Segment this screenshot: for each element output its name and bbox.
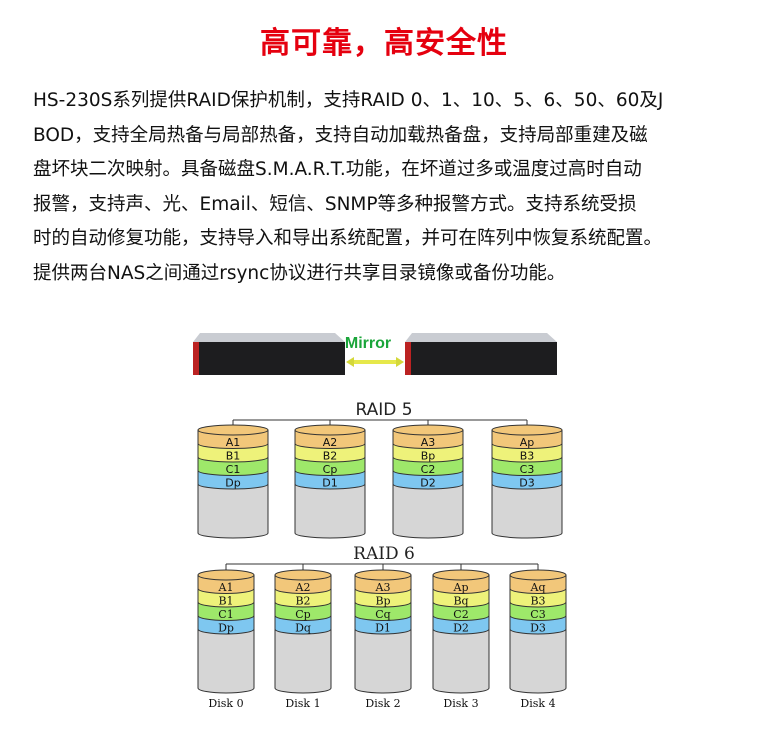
block-label: D3: [519, 476, 534, 489]
disk-top: [432, 569, 490, 581]
block-label: C3: [520, 463, 535, 476]
disk-label: Disk 4: [520, 697, 555, 710]
block-label: B2: [295, 594, 310, 607]
disk-top: [294, 424, 366, 436]
disk-body: [355, 629, 411, 688]
block-label: Cp: [323, 463, 338, 476]
disk-body: [275, 629, 331, 688]
block-label: Bp: [421, 449, 436, 462]
disk-top: [197, 424, 269, 436]
server-left: [193, 333, 345, 375]
block-label: Ap: [453, 581, 469, 594]
disk-body: [198, 629, 254, 688]
raid5-title: RAID 5: [355, 400, 412, 420]
raid5-connector: [232, 419, 528, 430]
disk-body: [198, 484, 268, 533]
block-label: B1: [226, 449, 241, 462]
mirror-arrow-icon: [346, 357, 404, 367]
block-label: D1: [375, 621, 391, 634]
raid6-title: RAID 6: [353, 544, 415, 564]
block-label: Bp: [375, 594, 390, 607]
description-paragraph: HS-230S系列提供RAID保护机制，支持RAID 0、1、10、5、6、50…: [33, 84, 753, 291]
block-label: B3: [530, 594, 545, 607]
block-label: Ap: [520, 436, 535, 449]
block-label: C2: [421, 463, 436, 476]
disk-body: [393, 484, 463, 533]
block-label: Dp: [225, 476, 240, 489]
disk-label: Disk 1: [285, 697, 320, 710]
block-label: A2: [323, 436, 338, 449]
paragraph-line: BOD，支持全局热备与局部热备，支持自动加载热备盘，支持局部重建及磁: [33, 124, 648, 146]
disk-body: [433, 629, 489, 688]
block-label: C3: [530, 608, 545, 621]
block-label: Dp: [218, 621, 234, 634]
block-label: Cp: [295, 608, 310, 621]
disk-body: [510, 629, 566, 688]
disk-top: [197, 569, 255, 581]
block-label: D2: [420, 476, 435, 489]
block-label: B2: [323, 449, 338, 462]
paragraph-line: 报警，支持声、光、Email、短信、SNMP等多种报警方式。支持系统受损: [33, 193, 637, 215]
disk-label: Disk 3: [443, 697, 478, 710]
disk-label: Disk 2: [365, 697, 400, 710]
block-label: D3: [530, 621, 546, 634]
block-label: C1: [218, 608, 233, 621]
disk-top: [274, 569, 332, 581]
block-label: A1: [218, 581, 234, 594]
paragraph-line: 盘坏块二次映射。具备磁盘S.M.A.R.T.功能，在坏道过多或温度过高时自动: [33, 159, 642, 180]
block-label: Cq: [375, 608, 390, 621]
block-label: Dq: [295, 621, 311, 634]
paragraph-line: 提供两台NAS之间通过rsync协议进行共享目录镜像或备份功能。: [33, 262, 566, 284]
disk-body: [295, 484, 365, 533]
block-label: A1: [226, 436, 241, 449]
server-right: [405, 333, 557, 375]
block-label: Aq: [530, 581, 546, 594]
paragraph-line: HS-230S系列提供RAID保护机制，支持RAID 0、1、10、5、6、50…: [33, 90, 664, 111]
disk-top: [392, 424, 464, 436]
block-label: A2: [295, 581, 311, 594]
disk-top: [509, 569, 567, 581]
block-label: D2: [453, 621, 469, 634]
disk-label: Disk 0: [208, 697, 243, 710]
block-label: C1: [226, 463, 241, 476]
block-label: D1: [322, 476, 337, 489]
mirror-label: Mirror: [345, 335, 391, 352]
block-label: A3: [421, 436, 436, 449]
disk-body: [492, 484, 562, 533]
paragraph-line: 时的自动修复功能，支持导入和导出系统配置，并可在阵列中恢复系统配置。: [33, 228, 663, 249]
block-label: B1: [218, 594, 233, 607]
block-label: B3: [520, 449, 535, 462]
disk-top: [491, 424, 563, 436]
block-label: C2: [453, 608, 468, 621]
page-title: 高可靠，高安全性: [260, 26, 508, 61]
disk-top: [354, 569, 412, 581]
block-label: Bq: [453, 594, 468, 607]
block-label: A3: [375, 581, 391, 594]
